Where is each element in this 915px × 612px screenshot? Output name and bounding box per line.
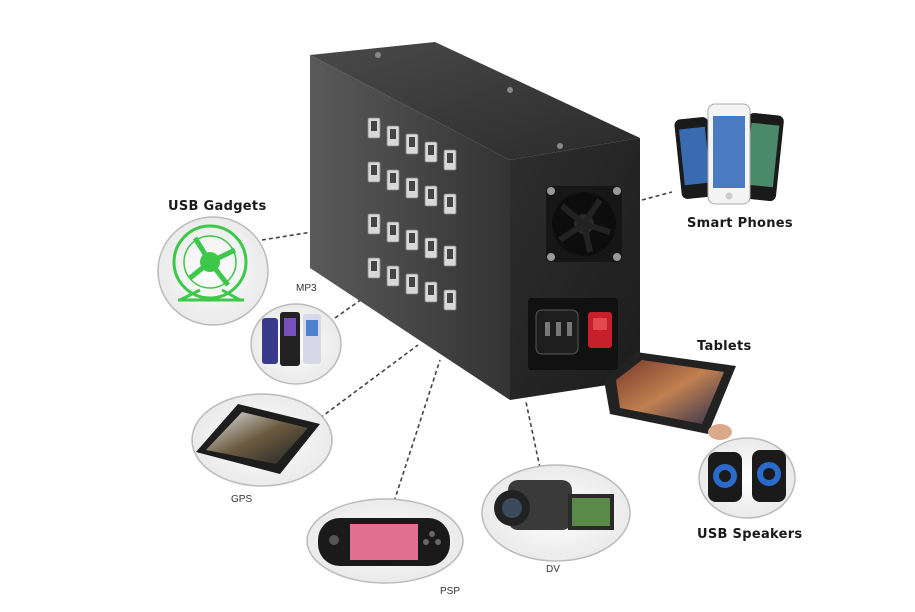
connector-smart-phones [641,191,673,201]
cooling-fan-icon [546,186,622,262]
usb-port-slot [447,293,453,303]
usb-port-slot [447,249,453,259]
dv-camcorder-bubble [481,464,631,562]
label-smart-phones: Smart Phones [687,216,793,231]
box-side-face [310,55,510,400]
usb-port-slot [447,153,453,163]
label-usb-speakers: USB Speakers [697,527,803,542]
connector-psp [391,359,441,509]
usb-port-slot [447,197,453,207]
charging-station-box [310,42,640,400]
connector-usb-gadgets [261,231,313,241]
usb-port-slot [409,233,415,243]
smart-phones-group [674,103,784,205]
label-tablets: Tablets [697,339,752,354]
usb-port-grid [367,117,457,311]
usb-port-slot [371,261,377,271]
usb-port-slot [390,225,396,235]
usb-port-slot [428,189,434,199]
usb-speakers-bubble [698,437,796,519]
label-psp: PSP [440,586,461,597]
gps-bubble [191,393,333,487]
box-top-face [310,42,640,160]
connector-gps [319,344,419,419]
label-mp3: MP3 [296,283,317,294]
label-gps: GPS [231,494,253,505]
usb-port-slot [390,269,396,279]
usb-port-slot [371,217,377,227]
usb-port-slot [409,277,415,287]
fan-guard-icon [172,224,248,300]
usb-port-slot [428,145,434,155]
usb-port-slot [409,137,415,147]
usb-port-slot [390,173,396,183]
psp-bubble [306,498,464,584]
power-socket-panel [528,298,618,370]
label-dv: DV [546,564,560,575]
screw-icon [507,87,513,93]
usb-port-slot [371,165,377,175]
usb-port-slot [409,181,415,191]
connector-dv [525,401,541,469]
tablet-group [604,352,736,440]
screw-icon [375,52,381,58]
label-usb-gadgets: USB Gadgets [168,199,267,214]
usb-port-slot [428,285,434,295]
usb-gadget-fan-bubble [157,216,269,326]
screw-icon [557,143,563,149]
usb-port-slot [390,129,396,139]
mp3-players-bubble [250,303,342,385]
usb-port-slot [371,121,377,131]
usb-port-slot [428,241,434,251]
